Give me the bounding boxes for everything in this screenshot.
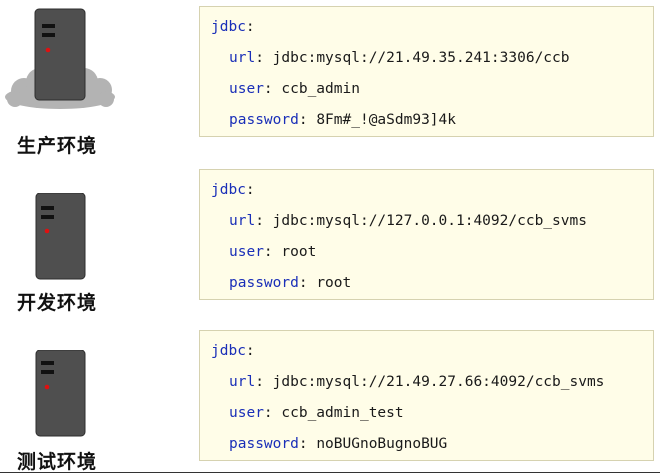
- config-user-value: ccb_admin: [281, 81, 360, 97]
- config-url-line: url: jdbc:mysql://127.0.0.1:4092/ccb_svm…: [229, 213, 587, 229]
- config-url-key: url: [229, 374, 256, 390]
- config-user-value: root: [281, 244, 317, 260]
- production-env: 生产环境: [0, 0, 130, 160]
- config-url-key: url: [229, 50, 256, 66]
- server-body: [34, 8, 86, 101]
- production-config-box: jdbc: url: jdbc:mysql://21.49.35.241:330…: [199, 6, 654, 137]
- env-label-testing: 测试环境: [17, 451, 98, 473]
- config-user-line: user: ccb_admin: [229, 81, 360, 97]
- config-user-key: user: [229, 81, 264, 97]
- config-root-key: jdbc: [211, 343, 246, 359]
- config-password-key: password: [229, 436, 299, 452]
- config-user-line: user: root: [229, 244, 317, 260]
- config-password-key: password: [229, 112, 299, 128]
- server-body: [35, 193, 86, 280]
- config-root-key: jdbc: [211, 182, 246, 198]
- server-icon: [35, 193, 86, 280]
- testing-env: 测试环境: [0, 320, 130, 473]
- config-password-line: password: root: [229, 275, 352, 291]
- server-led: [44, 384, 50, 390]
- config-password-key: password: [229, 275, 299, 291]
- server-cloud-icon: [5, 8, 115, 109]
- env-label-production: 生产环境: [17, 135, 98, 157]
- config-url-line: url: jdbc:mysql://21.49.27.66:4092/ccb_s…: [229, 374, 605, 390]
- config-user-key: user: [229, 405, 264, 421]
- config-user-key: user: [229, 244, 264, 260]
- config-password-value: 8Fm#_!@aSdm93]4k: [316, 112, 456, 128]
- config-url-value: jdbc:mysql://127.0.0.1:4092/ccb_svms: [272, 213, 587, 229]
- config-password-line: password: 8Fm#_!@aSdm93]4k: [229, 112, 456, 128]
- config-url-key: url: [229, 213, 256, 229]
- server-icon: [35, 350, 86, 437]
- development-config-box: jdbc: url: jdbc:mysql://127.0.0.1:4092/c…: [199, 169, 654, 300]
- config-url-value: jdbc:mysql://21.49.27.66:4092/ccb_svms: [272, 374, 605, 390]
- config-user-value: ccb_admin_test: [281, 405, 404, 421]
- config-url-value: jdbc:mysql://21.49.35.241:3306/ccb: [272, 50, 570, 66]
- testing-config-box: jdbc: url: jdbc:mysql://21.49.27.66:4092…: [199, 330, 654, 461]
- config-password-value: noBUGnoBugnoBUG: [316, 436, 448, 452]
- development-env: 开发环境: [0, 160, 130, 315]
- config-root-line: jdbc:: [211, 343, 255, 359]
- config-url-line: url: jdbc:mysql://21.49.35.241:3306/ccb: [229, 50, 570, 66]
- config-root-line: jdbc:: [211, 182, 255, 198]
- config-password-value: root: [316, 275, 352, 291]
- server-led: [44, 228, 50, 234]
- config-root-line: jdbc:: [211, 19, 255, 35]
- config-root-key: jdbc: [211, 19, 246, 35]
- server-led: [45, 47, 51, 53]
- bottom-divider: [0, 472, 660, 473]
- config-user-line: user: ccb_admin_test: [229, 405, 404, 421]
- config-password-line: password: noBUGnoBugnoBUG: [229, 436, 448, 452]
- env-label-development: 开发环境: [17, 292, 98, 314]
